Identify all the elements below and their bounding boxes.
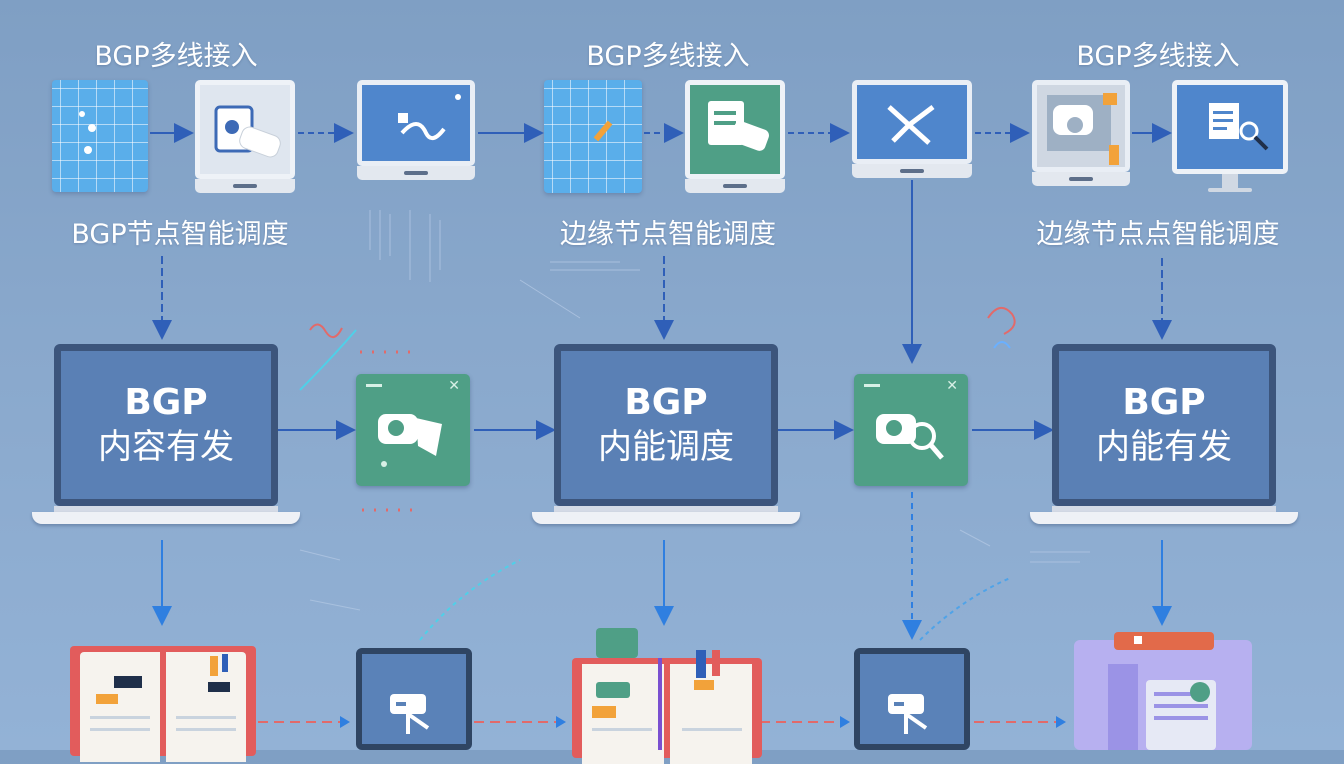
sub-label-3: 边缘节点点智能调度	[1036, 219, 1280, 250]
laptop-1: BGP 内容有发	[32, 344, 300, 534]
arrowhead	[556, 716, 566, 728]
arrowhead	[1056, 716, 1066, 728]
search-card-icon: ✕	[854, 374, 968, 486]
camera-card-icon: ✕	[356, 374, 470, 486]
header-label-3: BGP多线接入	[1076, 41, 1240, 72]
tablet-icon	[854, 648, 970, 750]
laptop-subtitle: 内容有发	[98, 427, 234, 467]
grid-pencil-icon	[544, 80, 642, 193]
camera-monitor-icon	[1032, 80, 1130, 186]
notes-monitor-icon	[685, 80, 785, 193]
laptop-subtitle: 内能有发	[1096, 427, 1232, 467]
header-label-2: BGP多线接入	[586, 41, 750, 72]
network-monitor-icon	[357, 80, 475, 180]
laptop-2: BGP 内能调度	[532, 344, 800, 534]
decorations	[299, 210, 1090, 641]
tablet-icon	[356, 648, 472, 750]
laptop-title: BGP	[624, 382, 708, 423]
sub-label-1: BGP节点智能调度	[71, 219, 289, 250]
arrowhead	[840, 716, 850, 728]
open-book-icon	[70, 636, 256, 762]
chart-monitor-icon	[1172, 80, 1288, 192]
laptop-3: BGP 内能有发	[1030, 344, 1298, 534]
laptop-subtitle: 内能调度	[598, 427, 734, 467]
arrowhead	[340, 716, 350, 728]
header-label-1: BGP多线接入	[94, 41, 258, 72]
sub-label-2: 边缘节点智能调度	[560, 219, 776, 250]
grid-map-icon	[52, 80, 148, 192]
star-monitor-icon	[852, 80, 972, 178]
laptop-title: BGP	[1122, 382, 1206, 423]
open-book-icon	[572, 628, 762, 764]
document-edit-icon	[195, 80, 295, 193]
server-icon	[1074, 632, 1252, 750]
laptop-title: BGP	[124, 382, 208, 423]
